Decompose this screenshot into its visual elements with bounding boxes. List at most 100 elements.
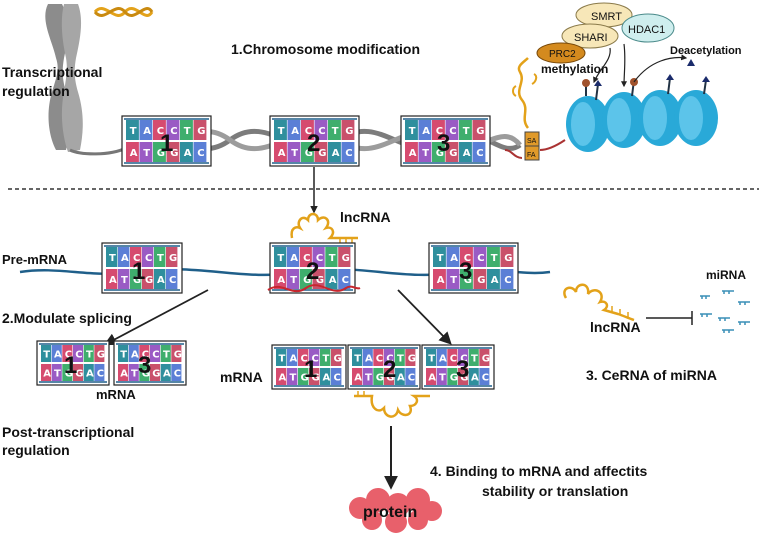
- base-tile: [94, 364, 105, 381]
- lncrna-top-label: lncRNA: [340, 209, 391, 225]
- base-tile: [405, 142, 418, 162]
- nucleosome-array: [566, 74, 718, 152]
- base-tile: [274, 247, 287, 267]
- spliced-exon-number-3: 3: [138, 352, 151, 379]
- base-tile: [328, 120, 341, 140]
- base-tile: [166, 120, 180, 140]
- base-letter: C: [316, 253, 323, 264]
- base-letter: A: [332, 148, 340, 159]
- base-letter: C: [436, 126, 443, 137]
- base-letter: C: [152, 350, 159, 361]
- mature-exon-number-1: 1: [304, 356, 317, 383]
- base-tile: [153, 142, 166, 162]
- base-letter: C: [133, 253, 140, 264]
- base-letter: A: [450, 253, 458, 264]
- base-tile: [160, 364, 171, 381]
- base-letter: A: [463, 148, 471, 159]
- base-letter: G: [476, 126, 484, 137]
- methylation-label: methylation: [541, 62, 608, 76]
- base-letter: G: [345, 126, 353, 137]
- base-letter: T: [422, 148, 429, 159]
- base-tile: [153, 120, 166, 140]
- base-tile: [166, 247, 178, 267]
- base-letter: T: [439, 373, 446, 384]
- base-tile: [299, 247, 312, 267]
- lncrna-on-chromatin-icon: [512, 57, 538, 129]
- base-tile: [433, 247, 446, 267]
- base-letter: C: [97, 369, 104, 380]
- base-tile: [426, 368, 437, 385]
- mirna-label: miRNA: [706, 268, 746, 282]
- base-tile: [479, 349, 490, 366]
- base-letter: A: [428, 373, 436, 384]
- base-tile: [436, 349, 447, 366]
- base-letter: C: [142, 350, 149, 361]
- base-tile: [468, 349, 479, 366]
- base-letter: G: [301, 373, 309, 384]
- sa-label: SA: [527, 138, 537, 145]
- pre-mrna-exon-number-3: 3: [459, 258, 472, 285]
- base-letter: G: [170, 148, 178, 159]
- post-transcriptional-line1: Post-transcriptional: [2, 424, 134, 440]
- base-letter: T: [291, 148, 298, 159]
- mature-exon-number-2: 2: [383, 356, 396, 383]
- mature-exon-number-3: 3: [456, 356, 469, 383]
- base-tile: [106, 269, 118, 289]
- base-letter: G: [145, 275, 153, 286]
- base-letter: T: [365, 373, 372, 384]
- base-letter: C: [174, 369, 181, 380]
- base-tile: [154, 269, 166, 289]
- shari-protein: [561, 23, 619, 49]
- base-tile: [487, 269, 500, 289]
- protein-icon: [349, 488, 442, 533]
- small-dna-helix-icon: [93, 7, 154, 17]
- base-letter: G: [450, 373, 458, 384]
- base-tile: [73, 364, 84, 381]
- base-tile: [180, 120, 193, 140]
- base-tile: [314, 142, 328, 162]
- pre-mrna-exon-number-1: 1: [132, 258, 145, 285]
- base-letter: C: [312, 354, 319, 365]
- base-letter: C: [197, 148, 204, 159]
- base-tile: [331, 368, 342, 385]
- base-tile: [94, 345, 105, 362]
- base-letter: G: [436, 148, 444, 159]
- base-tile: [130, 247, 142, 267]
- base-letter: T: [471, 354, 478, 365]
- base-tile: [309, 349, 320, 366]
- base-letter: G: [316, 275, 324, 286]
- base-letter: T: [450, 275, 457, 286]
- base-letter: C: [482, 373, 489, 384]
- base-tile: [352, 368, 363, 385]
- base-letter: A: [120, 369, 128, 380]
- base-letter: A: [278, 148, 286, 159]
- base-letter: G: [303, 275, 311, 286]
- base-tile: [312, 269, 325, 289]
- base-tile: [154, 247, 166, 267]
- base-tile: [446, 269, 460, 289]
- base-letter: C: [305, 126, 312, 137]
- base-letter: A: [397, 373, 405, 384]
- base-letter: C: [464, 253, 471, 264]
- base-letter: A: [54, 350, 62, 361]
- base-tile: [301, 120, 314, 140]
- transcriptional-regulation-line2: regulation: [2, 83, 70, 99]
- base-letter: T: [437, 253, 444, 264]
- base-tile: [447, 349, 458, 366]
- base-letter: T: [109, 253, 116, 264]
- base-letter: C: [318, 126, 325, 137]
- spliced-mrna-label: mRNA: [96, 387, 136, 402]
- dna-exon-number-2: 2: [307, 130, 320, 157]
- base-letter: G: [342, 253, 350, 264]
- base-letter: G: [482, 354, 490, 365]
- base-tile: [445, 120, 459, 140]
- base-tile: [142, 247, 154, 267]
- dna-exon-number-3: 3: [437, 130, 450, 157]
- base-tile: [83, 345, 94, 362]
